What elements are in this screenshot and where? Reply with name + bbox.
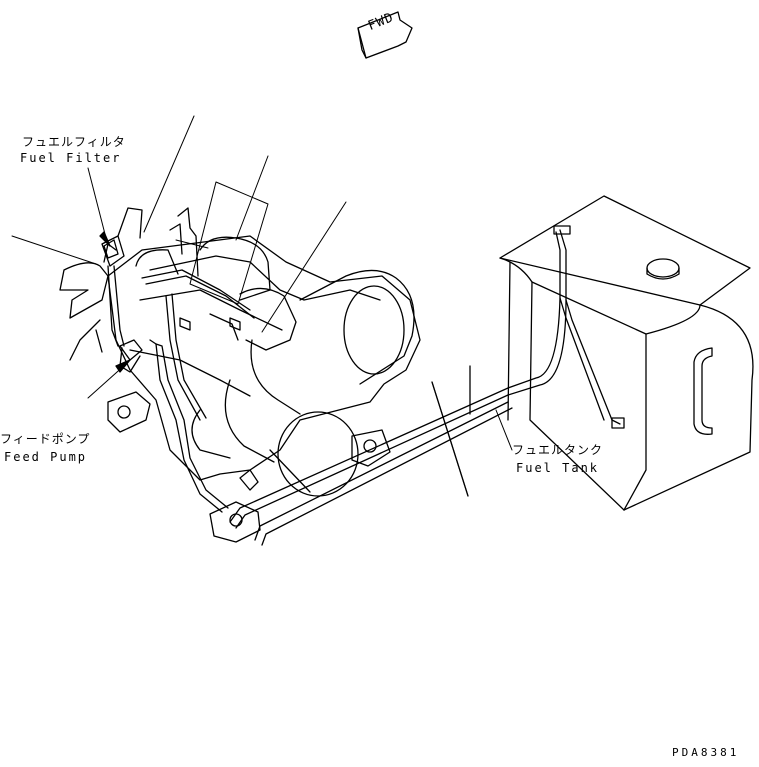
engine-assembly	[59, 207, 421, 543]
filler-cap-icon	[646, 258, 680, 278]
feed-pump-label-ja: フィードポンプ	[0, 432, 91, 446]
fwd-arrow-icon	[357, 11, 413, 59]
leader-lines	[11, 115, 513, 497]
pump-arrow-icon	[115, 359, 131, 373]
fuel-filter	[101, 207, 143, 347]
fuel-tank	[499, 195, 754, 511]
fuel-tank-label-ja: フュエルタンク	[512, 443, 604, 457]
filter-arrow-icon	[99, 231, 111, 247]
feed-pump-label-en: Feed Pump	[4, 450, 88, 464]
injection-lines	[141, 269, 255, 421]
fuel-filter-label-ja: フュエルフィルタ	[22, 135, 126, 149]
feed-pump	[119, 339, 229, 513]
fuel-filter-label-en: Fuel Filter	[20, 151, 122, 165]
drawing-code: PDA8381	[672, 746, 740, 759]
fuel-tank-label-en: Fuel Tank	[516, 461, 600, 475]
tank-emblem-icon	[693, 347, 713, 435]
